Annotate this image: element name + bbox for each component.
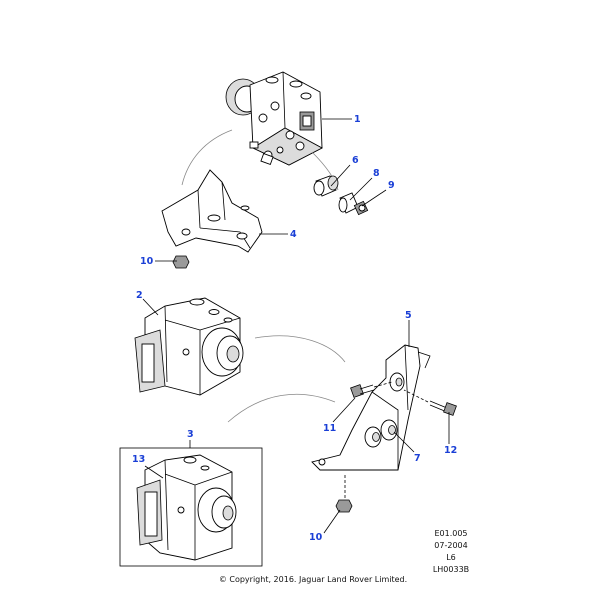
reference-model: L6 — [446, 553, 456, 562]
callout-12: 12 — [444, 445, 457, 456]
motion-line — [254, 335, 346, 363]
bolt-11 — [350, 384, 375, 398]
callout-8: 8 — [373, 168, 380, 179]
nut-top — [172, 255, 190, 269]
detail-frame — [119, 447, 263, 567]
bolt-12 — [429, 400, 457, 416]
abs-module-middle — [134, 297, 244, 396]
callout-7: 7 — [414, 453, 421, 464]
callout-3: 3 — [187, 429, 194, 440]
leader-lines — [142, 118, 450, 534]
callout-9: 9 — [388, 180, 395, 191]
callout-1: 1 — [354, 114, 361, 125]
abs-modulator-top — [225, 71, 323, 166]
reference-drawing: LH0033B — [433, 565, 469, 574]
callout-10-top: 10 — [140, 256, 154, 267]
mounting-bracket-top — [161, 169, 263, 253]
copyright-notice: © Copyright, 2016. Jaguar Land Rover Lim… — [219, 575, 407, 584]
callout-5: 5 — [405, 310, 412, 321]
callout-2: 2 — [136, 290, 143, 301]
motion-line — [311, 151, 339, 191]
callout-11: 11 — [323, 423, 336, 434]
fitment-line — [403, 389, 429, 403]
callout-6: 6 — [352, 155, 359, 166]
callout-4: 4 — [290, 229, 297, 240]
motion-line — [181, 129, 233, 186]
rubber-bush — [313, 175, 339, 197]
callout-13: 13 — [132, 454, 145, 465]
mounting-bracket-right — [311, 344, 431, 471]
reference-date: 07-2004 — [434, 541, 467, 550]
reference-code: E01.005 — [434, 529, 467, 538]
sleeve — [338, 192, 359, 214]
nut-bottom — [335, 475, 353, 513]
motion-line — [227, 393, 336, 423]
abs-module-boxed — [136, 454, 237, 561]
fitment-line — [373, 381, 393, 388]
callout-10-bottom: 10 — [309, 532, 323, 543]
